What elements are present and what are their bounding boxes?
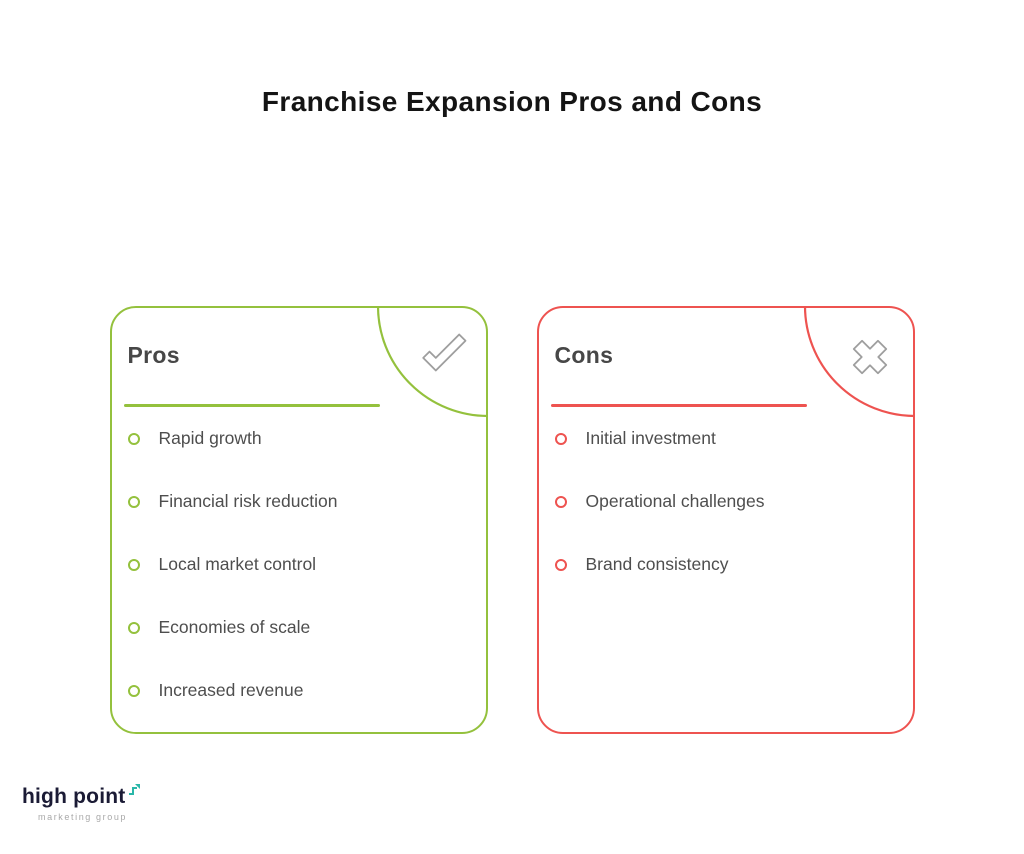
list-item: Initial investment [554,407,913,470]
logo-wordmark: high point [22,785,126,808]
list-item: Economies of scale [127,596,486,659]
trend-arrow-icon [129,784,141,795]
cards-container: Pros Rapid growth Financial risk reducti… [0,306,1024,734]
page-title: Franchise Expansion Pros and Cons [261,86,763,117]
bullet-circle-icon [127,558,140,571]
list-item: Increased revenue [127,659,486,722]
list-item: Local market control [127,533,486,596]
cons-divider [550,404,807,407]
list-item-label: Operational challenges [585,491,765,511]
x-icon [852,339,887,375]
bullet-circle-icon [127,621,140,634]
bullet-circle-icon [127,495,140,508]
pros-list: Rapid growth Financial risk reduction Lo… [112,407,486,722]
list-item: Financial risk reduction [127,470,486,533]
list-item-label: Local market control [158,554,317,574]
bullet-circle-icon [554,558,567,571]
pros-divider [123,404,380,407]
pros-card: Pros Rapid growth Financial risk reducti… [109,306,488,734]
list-item-label: Brand consistency [585,554,729,574]
list-item-label: Increased revenue [158,680,304,700]
logo-tagline: marketing group [38,812,128,822]
list-item-label: Economies of scale [158,617,311,637]
list-item-label: Rapid growth [158,428,262,448]
list-item: Operational challenges [554,470,913,533]
bullet-circle-icon [127,684,140,697]
check-icon [421,333,466,372]
bullet-circle-icon [554,495,567,508]
bullet-circle-icon [127,432,140,445]
bullet-circle-icon [554,432,567,445]
list-item: Rapid growth [127,407,486,470]
pros-header: Pros [127,342,180,368]
cons-header: Cons [554,342,614,368]
cons-card: Cons Initial investment Operational chal… [536,306,915,734]
list-item-label: Financial risk reduction [158,491,338,511]
list-item-label: Initial investment [585,428,716,448]
brand-logo: high point marketing group [22,784,141,822]
list-item: Brand consistency [554,533,913,596]
cons-list: Initial investment Operational challenge… [539,407,913,596]
